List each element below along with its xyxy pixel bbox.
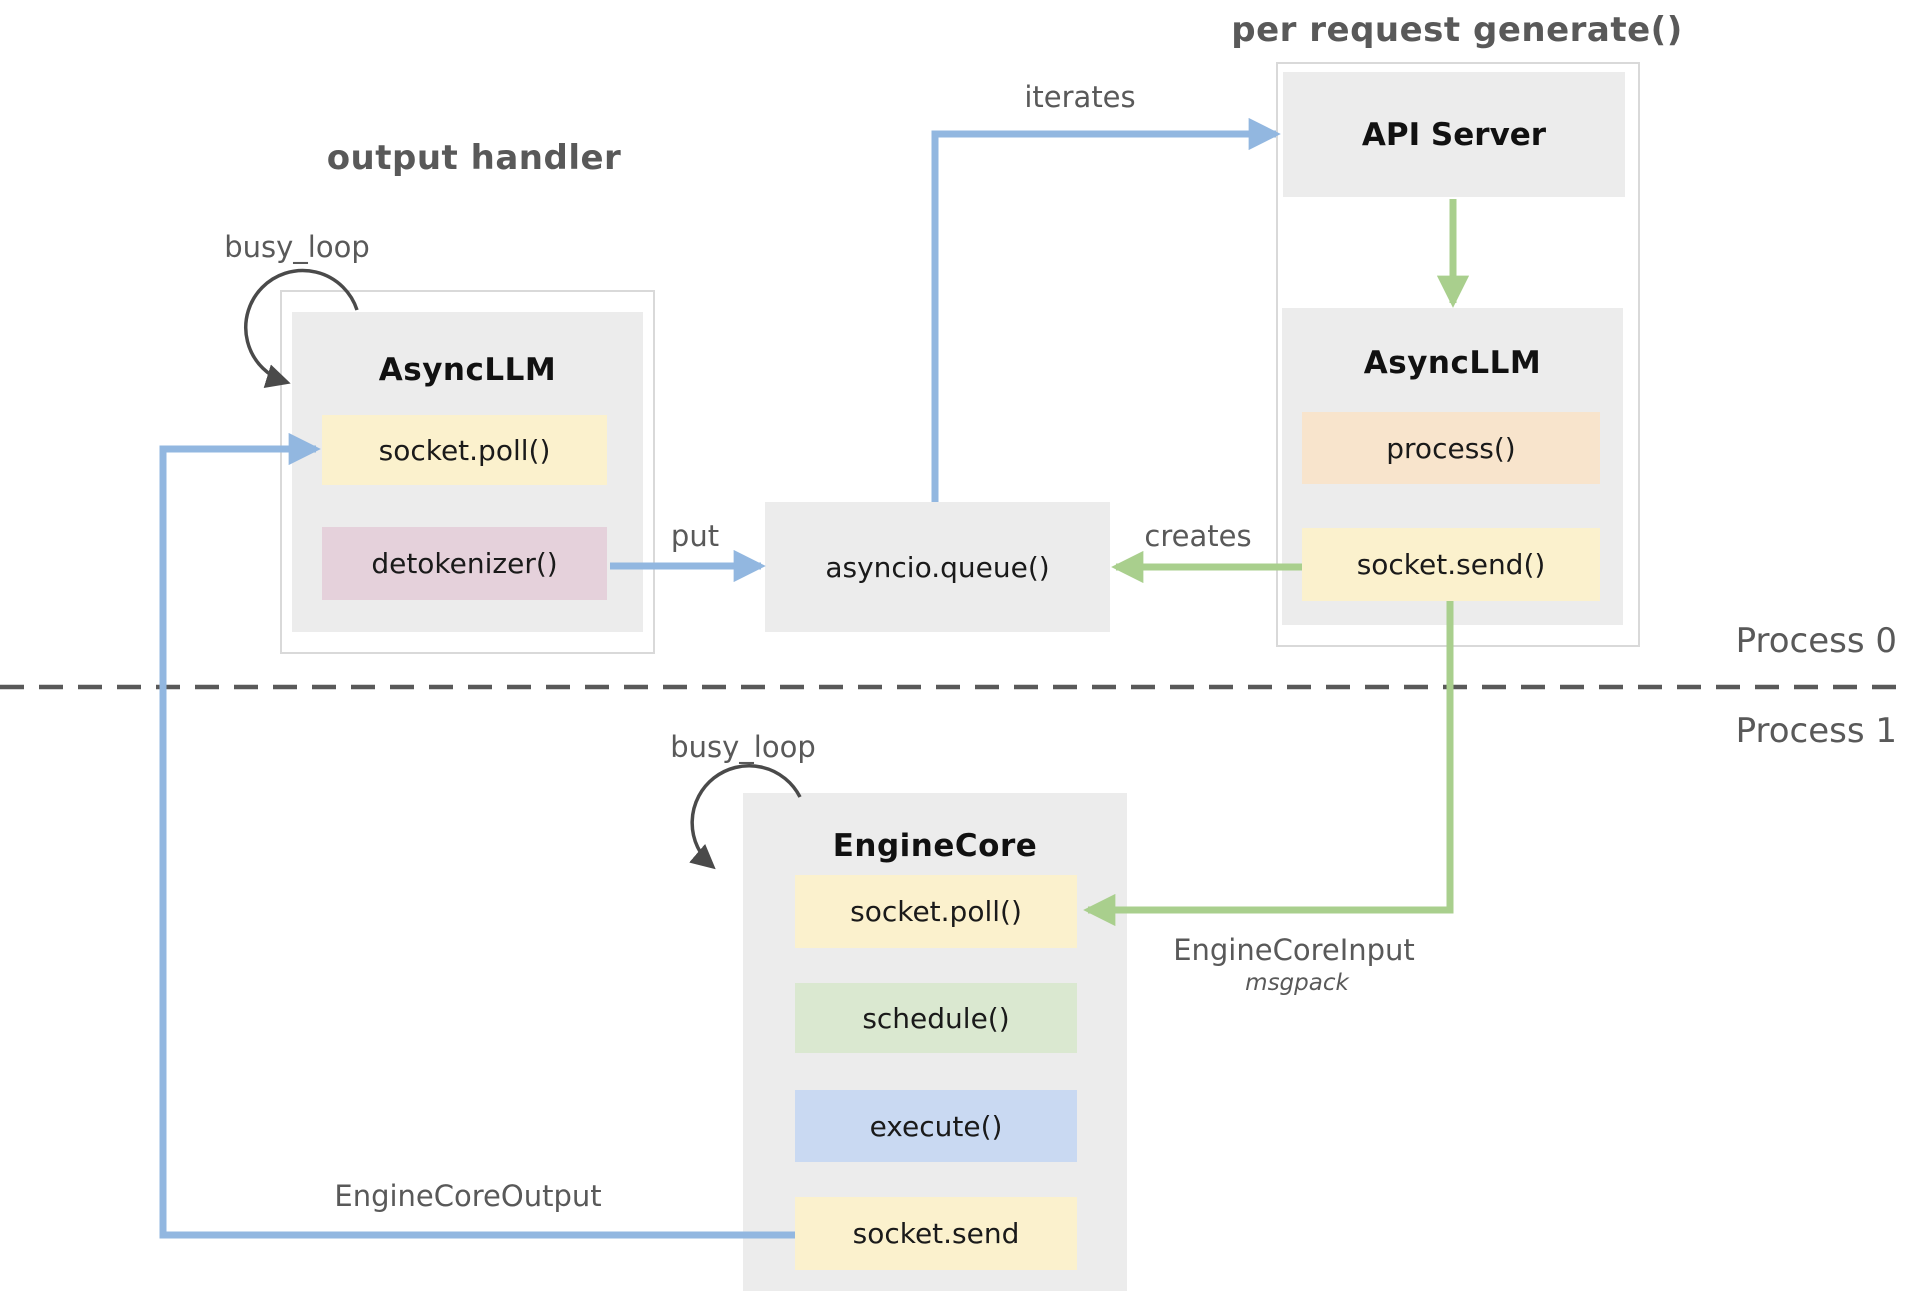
schedule-method: schedule() <box>795 983 1077 1053</box>
api-server-box: API Server <box>1283 72 1625 197</box>
socket-poll-left-method: socket.poll() <box>322 415 607 485</box>
async-llm-right-title: AsyncLLM <box>1363 345 1542 381</box>
socket-poll-engine-method: socket.poll() <box>795 875 1077 948</box>
async-llm-left-title: AsyncLLM <box>378 352 557 388</box>
async-llm-left-box: AsyncLLM socket.poll() detokenizer() <box>292 312 643 632</box>
execute-method: execute() <box>795 1090 1077 1162</box>
socket-send-engine-method: socket.send <box>795 1197 1077 1270</box>
detokenizer-method: detokenizer() <box>322 527 607 600</box>
api-server-title: API Server <box>1361 116 1547 153</box>
engine-core-box: EngineCore socket.poll() schedule() exec… <box>743 793 1127 1291</box>
process-method: process() <box>1302 412 1600 484</box>
socket-send-right-method: socket.send() <box>1302 528 1600 601</box>
asyncio-queue-box: asyncio.queue() <box>765 502 1110 632</box>
engine-core-title: EngineCore <box>832 828 1038 864</box>
async-llm-right-box: AsyncLLM process() socket.send() <box>1282 308 1623 625</box>
